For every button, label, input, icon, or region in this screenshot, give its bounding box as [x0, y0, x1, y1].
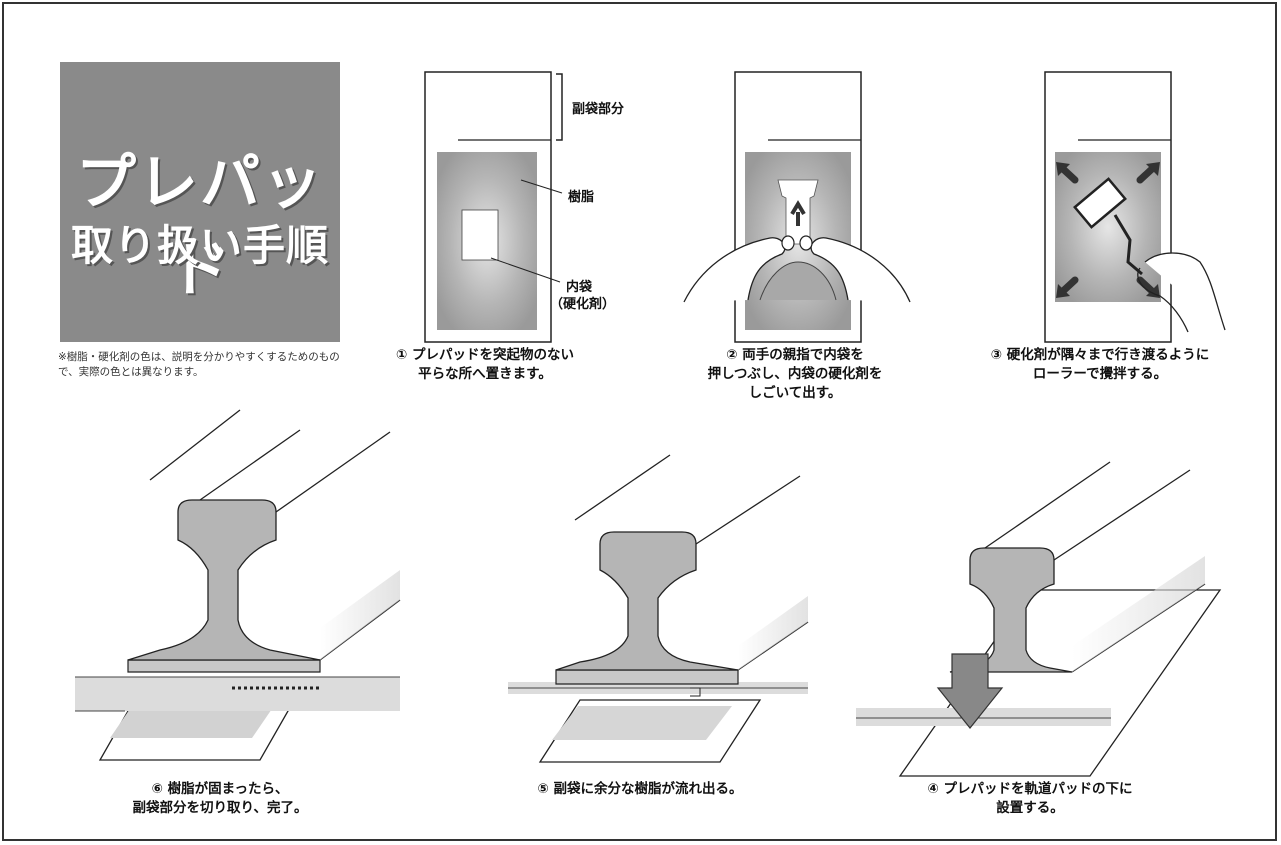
- label-hardener: （硬化剤）: [550, 297, 616, 312]
- step2-pad-illustration: [683, 71, 911, 343]
- step3-line1: ③ 硬化剤が隅々まで行き渡るように: [990, 347, 1210, 363]
- label-sub-bag: 副袋部分: [572, 102, 625, 117]
- step2-line3: しごいて出す。: [748, 385, 842, 401]
- step4-caption: ④ プレパッドを軌道パッドの下に 設置する。: [880, 780, 1180, 818]
- step2-caption: ② 両手の親指で内袋を 押しつぶし、内袋の硬化剤を しごいて出す。: [680, 346, 910, 403]
- color-note: ※樹脂・硬化剤の色は、説明を分かりやすくするためのもので、実際の色とは異なります…: [58, 351, 340, 378]
- step5-rail-illustration: [508, 454, 809, 763]
- step4-line2: 設置する。: [996, 800, 1064, 816]
- step6-line2: 副袋部分を切り取り、完了。: [132, 800, 308, 816]
- step2-line1: ② 両手の親指で内袋を: [726, 347, 864, 363]
- step1-line2: 平らな所へ置きます。: [418, 366, 552, 382]
- step1-line1: ① プレパッドを突起物のない: [395, 347, 575, 363]
- step3-caption: ③ 硬化剤が隅々まで行き渡るように ローラーで攪拌する。: [950, 346, 1250, 384]
- step3-line2: ローラーで攪拌する。: [1032, 366, 1168, 382]
- step5-caption: ⑤ 副袋に余分な樹脂が流れ出る。: [490, 780, 790, 799]
- step6-line1: ⑥ 樹脂が固まったら、: [151, 781, 289, 797]
- step3-pad-illustration: [1044, 71, 1226, 343]
- title-panel: プレパッド 取り扱い手順: [60, 62, 340, 342]
- step6-caption: ⑥ 樹脂が固まったら、 副袋部分を切り取り、完了。: [90, 780, 350, 818]
- step6-rail-illustration: [75, 409, 401, 761]
- title-sub: 取り扱い手順: [70, 221, 329, 270]
- step5-line1: ⑤ 副袋に余分な樹脂が流れ出る。: [537, 781, 743, 797]
- step1-pad-illustration: [424, 71, 563, 343]
- label-resin: 樹脂: [568, 190, 595, 205]
- step1-caption: ① プレパッドを突起物のない 平らな所へ置きます。: [370, 346, 600, 384]
- label-inner-bag: 内袋: [566, 280, 593, 295]
- step2-line2: 押しつぶし、内袋の硬化剤を: [707, 366, 883, 382]
- step4-rail-illustration: [856, 461, 1222, 777]
- title-main: プレパッド: [76, 148, 324, 305]
- step4-line1: ④ プレパッドを軌道パッドの下に: [927, 781, 1133, 797]
